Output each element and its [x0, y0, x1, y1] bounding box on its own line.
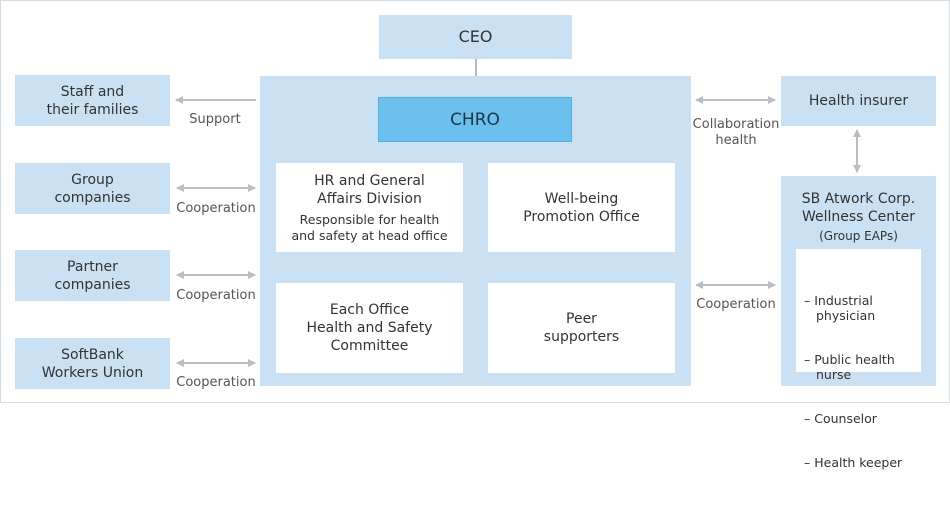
support-label: Support	[189, 112, 241, 127]
wellness-center-title: SB Atwork Corp. Wellness Center	[801, 191, 916, 225]
peer-supporters-box: Peer supporters	[488, 283, 675, 373]
wellbeing-office-label: Well-being Promotion Office	[523, 190, 640, 225]
ceo-label: CEO	[458, 27, 493, 46]
safety-committee-box: Each Office Health and Safety Committee	[276, 283, 463, 373]
hr-division-title: HR and General Affairs Division	[314, 172, 425, 207]
hr-division-subtitle: Responsible for health and safety at hea…	[291, 211, 448, 243]
workers-union-label: SoftBank Workers Union	[41, 346, 144, 381]
health-insurer-box: Health insurer	[781, 76, 936, 126]
cooperation-label-3: Cooperation	[176, 375, 256, 390]
hr-division-box: HR and General Affairs Division Responsi…	[276, 163, 463, 252]
collaboration-label: Collaboration health	[692, 117, 780, 148]
wellness-center-subtitle: (Group EAPs)	[819, 229, 898, 243]
service-item: – Health keeper	[804, 455, 903, 470]
wellness-center-box: SB Atwork Corp. Wellness Center (Group E…	[781, 176, 936, 470]
cooperation-label-1: Cooperation	[176, 201, 256, 216]
right-cooperation-label: Cooperation	[696, 297, 776, 312]
peer-supporters-label: Peer supporters	[543, 311, 620, 345]
safety-committee-label: Each Office Health and Safety Committee	[306, 302, 433, 354]
group-companies-box: Group companies	[15, 163, 170, 214]
partner-companies-box: Partner companies	[15, 250, 170, 301]
wellbeing-office-box: Well-being Promotion Office	[488, 163, 675, 252]
health-insurer-label: Health insurer	[808, 93, 909, 109]
chro-label: CHRO	[450, 109, 500, 130]
service-item: – Industrial physician	[804, 293, 876, 323]
staff-box: Staff and their families	[15, 75, 170, 126]
wellness-services-list: – Industrial physician – Public health n…	[804, 270, 913, 495]
partner-companies-label: Partner companies	[54, 258, 131, 293]
service-item: – Counselor	[804, 411, 877, 426]
group-companies-label: Group companies	[54, 171, 131, 206]
chro-box: CHRO	[378, 97, 572, 142]
ceo-box: CEO	[379, 15, 572, 59]
service-item: – Public health nurse	[804, 352, 895, 382]
wellness-services-panel: – Industrial physician – Public health n…	[796, 249, 921, 470]
cooperation-label-2: Cooperation	[176, 288, 256, 303]
workers-union-box: SoftBank Workers Union	[15, 338, 170, 389]
staff-label: Staff and their families	[46, 83, 139, 118]
